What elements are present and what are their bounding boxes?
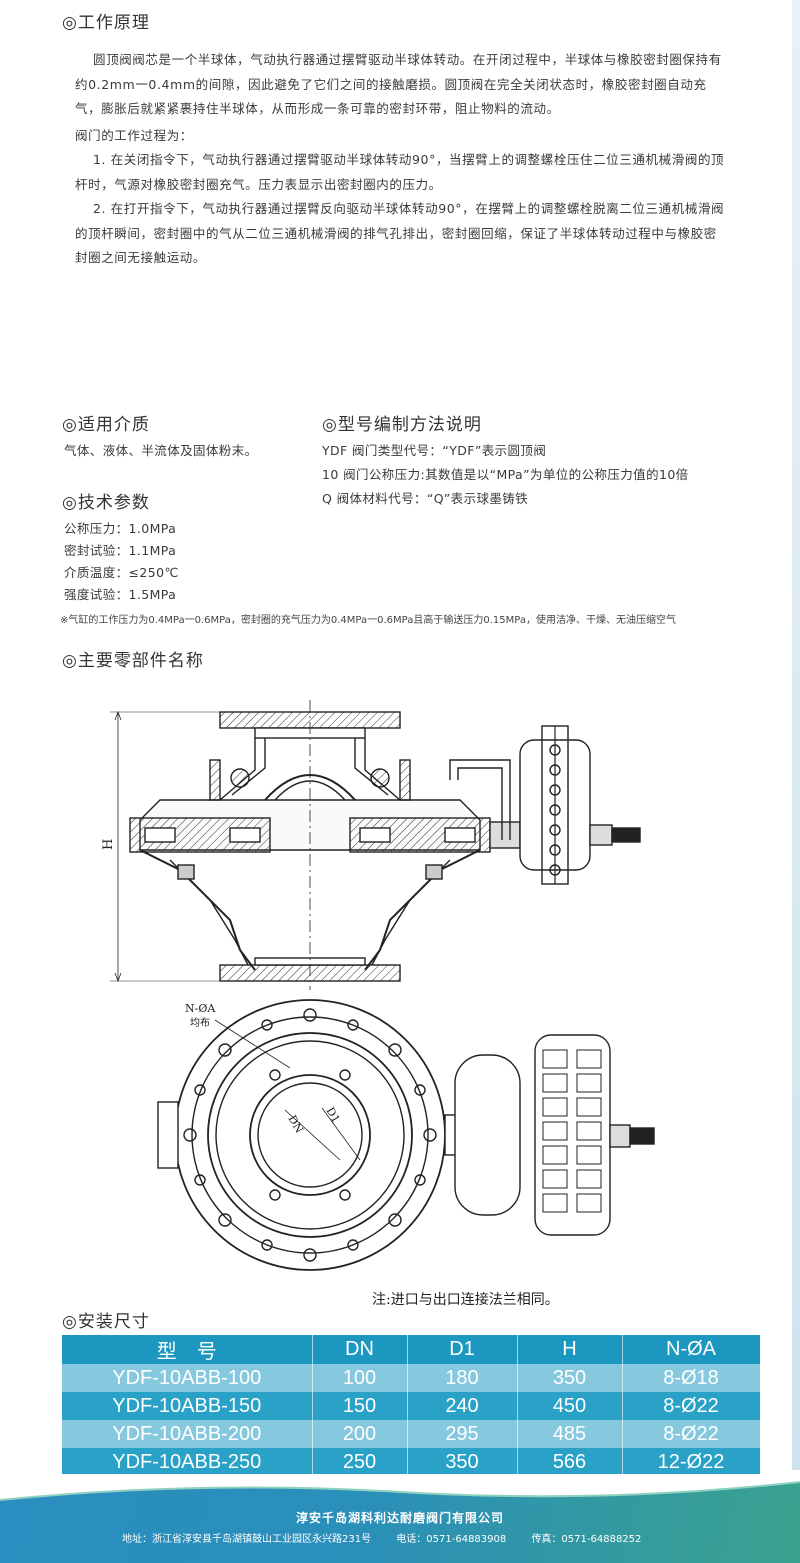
- label-dn: DN: [285, 1113, 306, 1136]
- principle-p4: 2. 在打开指令下，气动执行器通过摆臂反向驱动半球体转动90°，在摆臂上的调整螺…: [75, 201, 725, 265]
- table-cell: 8-Ø22: [622, 1392, 761, 1420]
- table-cell: 150: [312, 1392, 408, 1420]
- table-cell: 100: [312, 1364, 408, 1392]
- table-cell: 240: [407, 1392, 518, 1420]
- section-title-principle: ◎工作原理: [62, 13, 150, 33]
- table-row: YDF-10ABB-200 200 295 485 8-Ø22: [62, 1420, 761, 1448]
- company-name: 淳安千岛湖科利达耐磨阀门有限公司: [295, 1511, 504, 1525]
- footer-wave-decor: [0, 1474, 800, 1501]
- table-cell: 8-Ø18: [622, 1364, 761, 1392]
- tech-line-2: 密封试验：1.1MPa: [64, 543, 177, 558]
- table-row: YDF-10ABB-150 150 240 450 8-Ø22: [62, 1392, 761, 1420]
- table-row: YDF-10ABB-250 250 350 566 12-Ø22: [62, 1448, 761, 1476]
- label-h: H: [101, 839, 116, 850]
- company-address: 地址：浙江省淳安县千岛湖镇鼓山工业园区永兴路231号: [122, 1534, 372, 1545]
- table-header-cell: 型 号: [62, 1335, 313, 1364]
- section-title-parts: ◎主要零部件名称: [62, 651, 204, 671]
- table-cell: 250: [312, 1448, 408, 1476]
- label-d1: D1: [323, 1105, 342, 1125]
- table-cell: 12-Ø22: [622, 1448, 761, 1476]
- medium-text: 气体、液体、半流体及固体粉末。: [64, 443, 258, 458]
- label-n-a: N-ØA: [185, 1002, 216, 1015]
- company-fax: 传真：0571-64888252: [531, 1534, 642, 1545]
- section-title-model: ◎型号编制方法说明: [322, 415, 482, 435]
- right-decor-strip: [792, 0, 800, 1470]
- contact-line: 地址：浙江省淳安县千岛湖镇鼓山工业园区永兴路231号 电话：0571-64883…: [122, 1530, 663, 1545]
- tech-line-1: 公称压力：1.0MPa: [64, 521, 177, 536]
- table-header-row: 型 号 DN D1 H N-ØA: [62, 1335, 761, 1364]
- table-cell: YDF-10ABB-200: [62, 1420, 313, 1448]
- company-phone: 电话：0571-64883908: [396, 1534, 507, 1545]
- principle-p3: 1. 在关闭指令下，气动执行器通过摆臂驱动半球体转动90°，当摆臂上的调整螺栓压…: [75, 152, 725, 192]
- table-cell: 450: [517, 1392, 623, 1420]
- table-cell: 350: [407, 1448, 518, 1476]
- principle-p1: 圆顶阀阀芯是一个半球体，气动执行器通过摆臂驱动半球体转动。在开闭过程中，半球体与…: [75, 52, 722, 116]
- principle-paragraph-block: 圆顶阀阀芯是一个半球体，气动执行器通过摆臂驱动半球体转动。在开闭过程中，半球体与…: [75, 48, 725, 271]
- drawing-caption: 注:进口与出口连接法兰相同。: [372, 1292, 559, 1308]
- principle-p2: 阀门的工作过程为：: [75, 127, 193, 143]
- table-cell: 200: [312, 1420, 408, 1448]
- table-cell: 566: [517, 1448, 623, 1476]
- section-title-medium: ◎适用介质: [62, 415, 150, 435]
- table-cell: YDF-10ABB-250: [62, 1448, 313, 1476]
- table-cell: 180: [407, 1364, 518, 1392]
- table-header-cell: H: [517, 1335, 623, 1364]
- label-even: 均布: [190, 1017, 210, 1029]
- install-dimension-table: 型 号 DN D1 H N-ØA YDF-10ABB-100 100 180 3…: [62, 1335, 761, 1476]
- table-cell: 8-Ø22: [622, 1420, 761, 1448]
- table-cell: 295: [407, 1420, 518, 1448]
- table-cell: 485: [517, 1420, 623, 1448]
- table-header-cell: DN: [312, 1335, 408, 1364]
- table-row: YDF-10ABB-100 100 180 350 8-Ø18: [62, 1364, 761, 1392]
- model-line-3: Q 阀体材料代号：“Q”表示球墨铸铁: [322, 491, 529, 506]
- table-header-cell: D1: [407, 1335, 518, 1364]
- table-cell: YDF-10ABB-100: [62, 1364, 313, 1392]
- tech-note: ※气缸的工作压力为0.4MPa一0.6MPa，密封圈的充气压力为0.4MPa一0…: [60, 615, 676, 626]
- section-title-tech: ◎技术参数: [62, 493, 150, 513]
- tech-line-3: 介质温度：≤250℃: [64, 565, 179, 580]
- section-title-install: ◎安装尺寸: [62, 1312, 150, 1332]
- table-cell: 350: [517, 1364, 623, 1392]
- tech-line-4: 强度试验：1.5MPa: [64, 587, 177, 602]
- model-line-2: 10 阀门公称压力:其数值是以“MPa”为单位的公称压力值的10倍: [322, 467, 689, 482]
- table-header-cell: N-ØA: [622, 1335, 761, 1364]
- footer-banner: 淳安千岛湖科利达耐磨阀门有限公司 地址：浙江省淳安县千岛湖镇鼓山工业园区永兴路2…: [0, 1474, 800, 1563]
- model-line-1: YDF 阀门类型代号：“YDF”表示圆顶阀: [322, 443, 547, 458]
- valve-drawing: H N-ØA 均布 DN D1: [101, 700, 655, 1271]
- table-cell: YDF-10ABB-150: [62, 1392, 313, 1420]
